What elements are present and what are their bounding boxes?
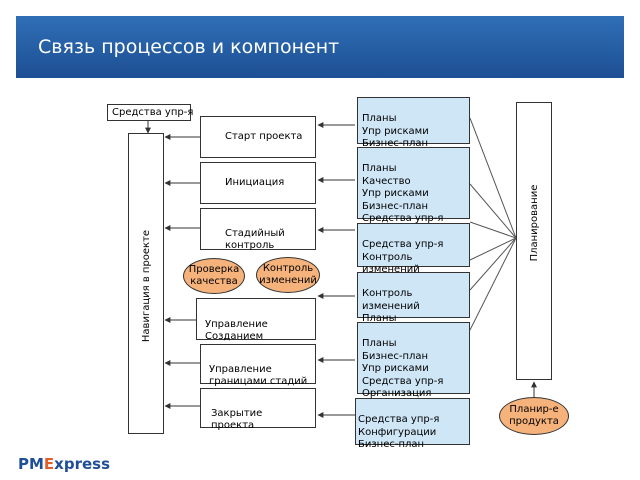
process-initiation: Инициация (200, 162, 316, 204)
component-box-1: Планы Упр рисками Бизнес-план (357, 97, 470, 149)
tools-label-box: Средства упр-я (107, 104, 194, 121)
component-box-6: Средства упр-я Конфигурации Бизнес-план (355, 398, 470, 450)
plan-line-3 (469, 221, 517, 239)
plan-line-4 (469, 237, 517, 261)
navigation-label: Навигация в проекте (141, 229, 152, 343)
process-stage-control-label: Стадийный контроль (225, 228, 285, 251)
change-control-label: Контроль изменений (259, 263, 317, 286)
component-text-2: Планы Качество Упр рисками Бизнес-план С… (362, 163, 444, 225)
pm-express-logo: PMExpress (18, 455, 110, 473)
process-start-label: Старт проекта (225, 131, 303, 142)
component-box-4: Контроль изменений Планы Средства упр-я (357, 272, 470, 337)
product-planning-label: Планир-е продукта (509, 404, 559, 427)
planning-label: Планирование (529, 184, 540, 262)
process-closure-label: Закрытие проекта (211, 408, 263, 431)
process-start: Старт проекта (200, 116, 316, 158)
plan-line-6 (469, 237, 517, 331)
navigation-box: Навигация в проекте (128, 133, 164, 434)
planning-box: Планирование (516, 102, 552, 380)
process-product-delivery: Управление Созданием продукта (196, 298, 316, 354)
logo-xpress: xpress (54, 455, 111, 473)
process-stage-boundary-label: Управление границами стадий (209, 364, 308, 387)
component-text-6: Средства упр-я Конфигурации Бизнес-план (358, 414, 440, 451)
component-box-5: Планы Бизнес-план Упр рисками Средства у… (357, 322, 470, 399)
tools-label: Средства упр-я (112, 107, 194, 118)
page-title: Связь процессов и компонент (38, 36, 340, 58)
process-stage-boundary: Управление границами стадий (200, 344, 316, 387)
product-planning-ellipse: Планир-е продукта (499, 397, 569, 435)
component-text-1: Планы Упр рисками Бизнес-план (362, 113, 429, 150)
change-control-ellipse: Контроль изменений (256, 257, 320, 293)
component-box-3: Средства упр-я Контроль изменений Конфиг… (357, 223, 470, 288)
process-stage-control: Стадийный контроль (200, 208, 316, 251)
component-box-2: Планы Качество Упр рисками Бизнес-план С… (357, 147, 470, 224)
plan-line-1 (469, 117, 517, 239)
process-initiation-label: Инициация (225, 177, 285, 188)
quality-check-label: Проверка качества (188, 264, 240, 287)
plan-line-5 (469, 237, 517, 291)
quality-check-ellipse: Проверка качества (183, 258, 245, 294)
title-bar: Связь процессов и компонент (16, 16, 624, 78)
plan-line-2 (469, 183, 517, 239)
logo-pm: PM (18, 455, 44, 473)
logo-e: E (43, 455, 55, 473)
component-text-5: Планы Бизнес-план Упр рисками Средства у… (362, 338, 444, 400)
process-closure: Закрытие проекта (200, 388, 316, 431)
